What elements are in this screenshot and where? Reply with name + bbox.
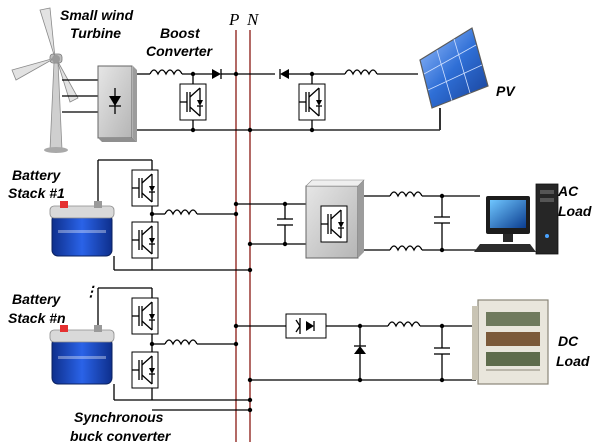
dc-load-label-line1: DC (558, 333, 579, 349)
boost-converter-label-line2: Converter (146, 43, 214, 59)
sync-buck-converter-1 (97, 159, 253, 273)
boost-diode-icon (212, 69, 221, 79)
dc-buck-converter (233, 313, 476, 383)
pv-label: PV (496, 83, 516, 99)
battery1-label-line1: Battery (12, 167, 61, 183)
boost-inductor-icon (149, 69, 183, 76)
sync-buck-label-line1: Synchronous (74, 409, 164, 425)
sync-buck-converter-n (97, 287, 253, 403)
wind-turbine-label-line2: Turbine (70, 25, 121, 41)
pv-diode-icon (280, 69, 289, 79)
dc-load-rack-icon (472, 299, 549, 385)
ac-load-label-line2: Load (558, 203, 592, 219)
ac-inverter (233, 179, 480, 259)
dc-inductor-icon (387, 321, 421, 328)
ac-load-computer-icon (474, 183, 559, 255)
ellipsis-label: ⋮ (84, 283, 98, 299)
wind-turbine-icon (11, 7, 79, 153)
dc-bus: P N (228, 10, 260, 442)
buck1-inductor-icon (164, 209, 198, 216)
batteryn-label-line1: Battery (12, 291, 61, 307)
wind-turbine-label-line1: Small wind (60, 7, 134, 23)
dc-freewheel-diode-icon (354, 346, 366, 354)
boost-converter-label-line1: Boost (160, 25, 201, 41)
battery1-label-line2: Stack #1 (8, 185, 65, 201)
dc-load-label-line2: Load (556, 353, 590, 369)
pv-inductor-icon (344, 69, 378, 76)
ac-inductor-bottom-icon (389, 245, 423, 252)
sync-buck-label-line2: buck converter (70, 428, 172, 444)
pv-boost-converter (236, 69, 440, 133)
boost-converter (137, 69, 253, 133)
ac-load-label-line1: AC (557, 183, 579, 199)
battery1-icon (49, 201, 115, 257)
ac-inductor-top-icon (389, 191, 423, 198)
buckn-inductor-icon (164, 339, 198, 346)
batteryn-icon (49, 325, 115, 385)
bus-p-label: P (228, 10, 239, 29)
rectifier-block (97, 65, 137, 142)
bus-n-label: N (246, 10, 260, 29)
pv-panel-icon (419, 27, 489, 130)
batteryn-label-line2: Stack #n (8, 310, 66, 326)
